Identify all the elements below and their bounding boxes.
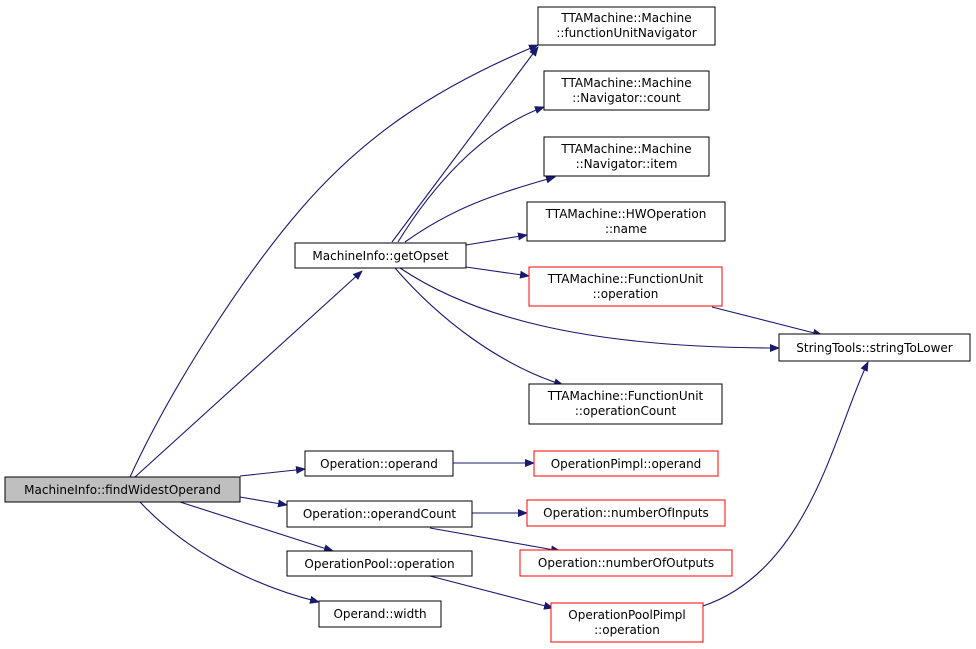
node-label: ::functionUnitNavigator (556, 26, 696, 40)
node-label: TTAMachine::FunctionUnit (547, 272, 704, 286)
edge-operation-pool-operation-to-operation-pool-pimpl-operation (429, 575, 554, 610)
node-stringtools-stringtolower[interactable]: StringTools::stringToLower (778, 333, 971, 362)
node-operationpool-operation[interactable]: OperationPool::operation (286, 550, 473, 577)
edge-get-opset-to-navigator-item (404, 175, 556, 243)
edge-operation-pool-pimpl-operation-to-string-to-lower (702, 361, 869, 607)
edge-find-widest-operand-to-operand-width (139, 501, 320, 604)
node-operand-width[interactable]: Operand::width (318, 600, 442, 628)
edge-find-widest-operand-to-operation-operand-count (239, 496, 288, 508)
call-edges (129, 44, 869, 610)
node-label: Operation::numberOfInputs (543, 506, 709, 520)
edge-find-widest-operand-to-function-unit-navigator (129, 44, 539, 478)
node-machine-functionunitnavigator[interactable]: TTAMachine::Machine ::functionUnitNaviga… (537, 6, 716, 46)
node-operationpoolpimpl-operation[interactable]: OperationPoolPimpl ::operation (550, 602, 704, 643)
node-operation-operand[interactable]: Operation::operand (304, 450, 454, 477)
edge-get-opset-to-hwoperation-name (465, 232, 528, 246)
node-functionunit-operationcount[interactable]: TTAMachine::FunctionUnit ::operationCoun… (528, 383, 723, 425)
node-label: ::Navigator::item (576, 157, 678, 171)
node-label: OperationPoolPimpl (568, 608, 686, 622)
edge-operation-operand-count-to-number-of-outputs (429, 527, 561, 554)
node-label: TTAMachine::Machine (560, 11, 691, 25)
node-label: ::operation (593, 287, 659, 301)
node-label: Operand::width (333, 607, 426, 621)
node-label: ::Navigator::count (572, 91, 681, 105)
edge-get-opset-to-navigator-count (397, 106, 545, 243)
node-functionunit-operation[interactable]: TTAMachine::FunctionUnit ::operation (528, 266, 723, 307)
edge-get-opset-to-function-unit-operation (465, 266, 530, 279)
node-label: ::operation (594, 623, 660, 637)
node-operation-numberofoutputs[interactable]: Operation::numberOfOutputs (519, 549, 733, 577)
node-label: ::name (605, 222, 647, 236)
edge-find-widest-operand-to-operation-pool-operation (179, 501, 334, 553)
node-label: Operation::operandCount (303, 507, 457, 521)
node-machineinfo-getopset[interactable]: MachineInfo::getOpset (294, 242, 467, 269)
node-label: TTAMachine::FunctionUnit (547, 389, 704, 403)
node-label: TTAMachine::Machine (560, 76, 691, 90)
node-hwoperation-name[interactable]: TTAMachine::HWOperation ::name (526, 201, 726, 242)
node-label: OperationPimpl::operand (551, 457, 702, 471)
node-operationpimpl-operand[interactable]: OperationPimpl::operand (533, 450, 719, 477)
node-machineinfo-findwidestoperand[interactable]: MachineInfo::findWidestOperand (4, 476, 241, 503)
edge-function-unit-operation-to-string-to-lower (711, 306, 823, 337)
node-operation-operandcount[interactable]: Operation::operandCount (286, 500, 473, 528)
node-label: TTAMachine::HWOperation (545, 207, 707, 221)
edge-get-opset-to-string-to-lower (399, 267, 780, 352)
edge-find-widest-operand-to-operation-operand (239, 465, 306, 477)
function-nodes: MachineInfo::findWidestOperand MachineIn… (4, 6, 971, 643)
node-label: ::operationCount (575, 404, 677, 418)
node-label: TTAMachine::Machine (560, 142, 691, 156)
node-label: Operation::operand (320, 457, 438, 471)
node-label: OperationPool::operation (304, 557, 454, 571)
node-label: StringTools::stringToLower (796, 341, 953, 355)
node-machine-navigator-item[interactable]: TTAMachine::Machine ::Navigator::item (543, 136, 710, 177)
node-label: Operation::numberOfOutputs (538, 556, 714, 570)
node-label: MachineInfo::findWidestOperand (24, 483, 221, 497)
node-machine-navigator-count[interactable]: TTAMachine::Machine ::Navigator::count (543, 70, 710, 111)
node-label: MachineInfo::getOpset (312, 249, 448, 263)
edge-get-opset-to-function-unit-navigator (391, 46, 539, 243)
node-operation-numberofinputs[interactable]: Operation::numberOfInputs (526, 499, 726, 527)
edge-find-widest-operand-to-get-opset (134, 270, 363, 478)
edge-get-opset-to-function-unit-operation-count (394, 267, 564, 387)
